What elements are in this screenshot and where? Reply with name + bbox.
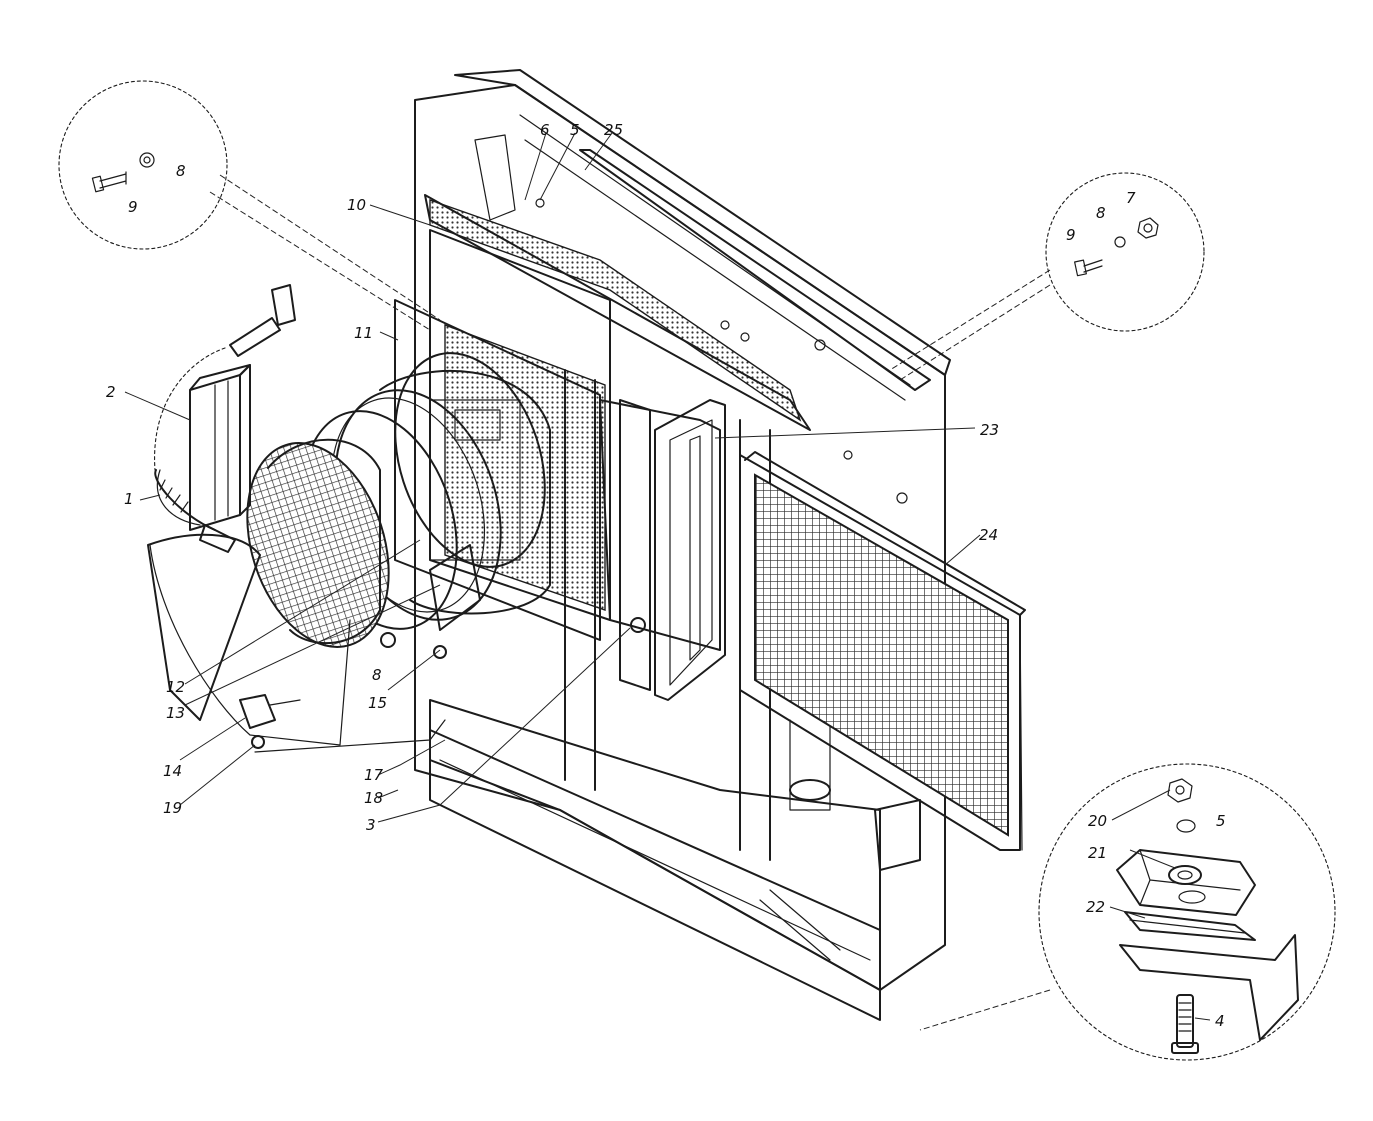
- sensor-assembly: [154, 284, 296, 553]
- inset-bottom-right: [1038, 763, 1336, 1061]
- label-21: 21: [1088, 844, 1107, 862]
- label-leaders: [124, 132, 1211, 1021]
- pad-22: [1124, 911, 1256, 941]
- label-19: 19: [163, 799, 182, 817]
- label-22: 22: [1086, 898, 1105, 916]
- label-15: 15: [368, 694, 387, 712]
- mesh-screen: [739, 451, 1026, 851]
- label-23: 23: [980, 421, 999, 439]
- fan-shroud: [379, 352, 551, 615]
- label-20: 20: [1088, 812, 1107, 830]
- bolt-4: [1171, 994, 1199, 1054]
- label-1: 1: [124, 490, 134, 508]
- inset-top-left: [58, 80, 228, 250]
- label-14: 14: [163, 762, 182, 780]
- label-10: 10: [347, 196, 366, 214]
- label-8-middle: 8: [372, 666, 382, 684]
- lower-bracket: [239, 617, 646, 753]
- washer-5-inset: [1176, 819, 1196, 833]
- label-2: 2: [106, 383, 116, 401]
- label-5-inset: 5: [1216, 812, 1226, 830]
- nut-20: [1167, 778, 1193, 803]
- label-6: 6: [540, 121, 550, 139]
- label-8-top-right: 8: [1096, 204, 1106, 222]
- label-7: 7: [1126, 189, 1136, 207]
- rubber-mount-21: [1116, 849, 1256, 916]
- label-17: 17: [364, 766, 384, 784]
- label-18: 18: [364, 789, 383, 807]
- nut-7-tr: [1137, 217, 1159, 239]
- label-13: 13: [166, 704, 185, 722]
- bracket: [1119, 934, 1299, 1041]
- label-3: 3: [366, 816, 376, 834]
- bolt-9-tr: [1074, 259, 1103, 277]
- part-labels: 9 8 6 5 25 10 7 8 9 11 2 1 23 24 8 15 12…: [106, 121, 1226, 1030]
- label-5-top: 5: [570, 121, 580, 139]
- label-11: 11: [354, 324, 373, 342]
- bolt-9-tl: [91, 171, 127, 193]
- label-9-top-left: 9: [128, 198, 138, 216]
- label-24: 24: [979, 526, 998, 544]
- inset-leaders: [209, 174, 1051, 1031]
- label-25: 25: [604, 121, 623, 139]
- nut-8-tl: [139, 152, 155, 168]
- inset-top-right: [1045, 172, 1205, 332]
- label-8-top-left: 8: [176, 162, 186, 180]
- washer-8-tr: [1114, 236, 1126, 248]
- label-4: 4: [1215, 1012, 1225, 1030]
- label-12: 12: [166, 678, 185, 696]
- label-9-top-right: 9: [1066, 226, 1076, 244]
